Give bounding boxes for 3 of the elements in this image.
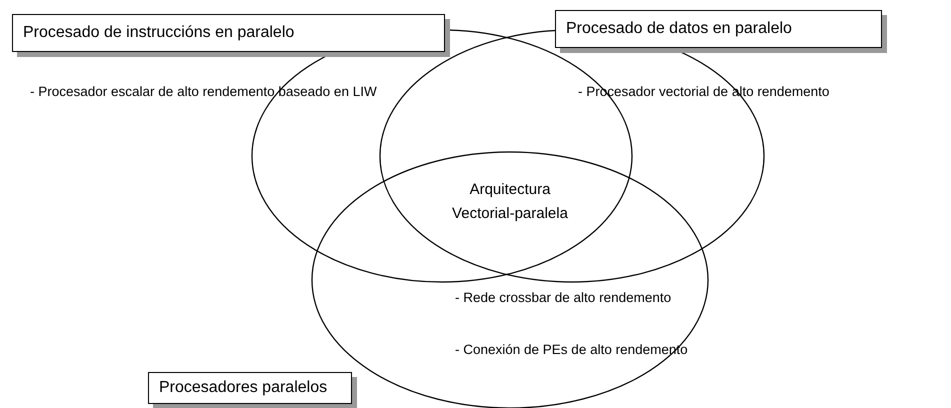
bullet-item: - Procesador escalar de alto rendemento baseado en LIW bbox=[30, 84, 377, 99]
intersection-label: Arquitectura Vectorial-paralela bbox=[451, 180, 569, 224]
bullet-item: - Rede crossbar de alto rendemento bbox=[455, 290, 672, 305]
